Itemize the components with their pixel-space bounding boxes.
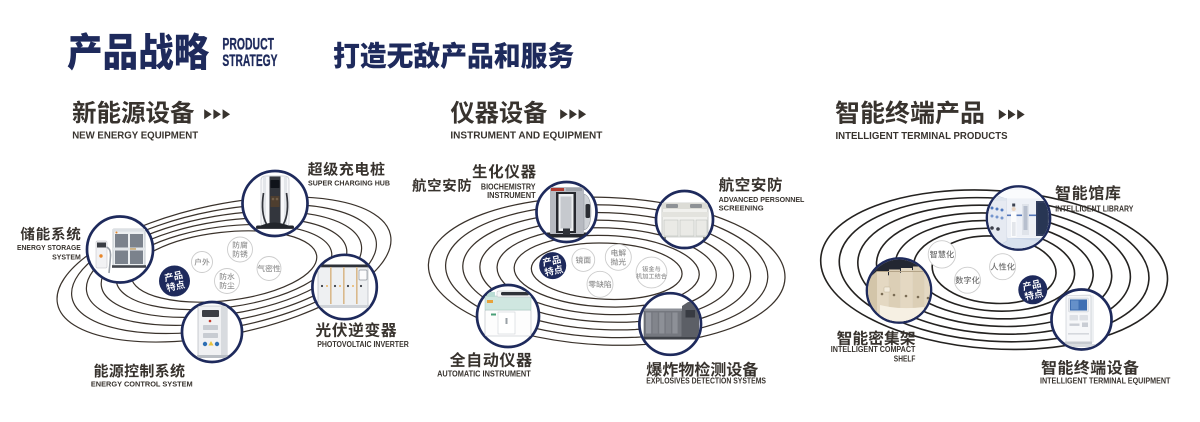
svg-text:PRODUCT: PRODUCT xyxy=(222,35,274,53)
svg-text:INTELLIGENT TERMINAL PRODUCTS: INTELLIGENT TERMINAL PRODUCTS xyxy=(836,131,1008,142)
svg-text:ENERGY STORAGE: ENERGY STORAGE xyxy=(17,245,81,252)
svg-text:SUPER CHARGING HUB: SUPER CHARGING HUB xyxy=(308,178,390,187)
svg-text:SYSTEM: SYSTEM xyxy=(52,254,81,261)
svg-text:INTELLIGENT TERMINAL EQUIPMENT: INTELLIGENT TERMINAL EQUIPMENT xyxy=(1040,375,1171,385)
svg-text:SHELF: SHELF xyxy=(894,354,916,363)
svg-text:ADVANCED PERSONNEL: ADVANCED PERSONNEL xyxy=(719,195,805,204)
svg-text:NEW ENERGY EQUIPMENT: NEW ENERGY EQUIPMENT xyxy=(72,130,198,141)
svg-text:STRATEGY: STRATEGY xyxy=(222,52,277,70)
svg-text:INSTRUMENT: INSTRUMENT xyxy=(487,191,536,200)
svg-text:BIOCHEMISTRY: BIOCHEMISTRY xyxy=(481,182,536,191)
svg-text:INTELLIGENT LIBRARY: INTELLIGENT LIBRARY xyxy=(1055,204,1134,214)
svg-text:PHOTOVOLTAIC INVERTER: PHOTOVOLTAIC INVERTER xyxy=(317,339,409,349)
svg-text:SCREENING: SCREENING xyxy=(719,203,764,212)
svg-text:INSTRUMENT AND EQUIPMENT: INSTRUMENT AND EQUIPMENT xyxy=(450,131,603,142)
svg-text:EXPLOSIVES DETECTION SYSTEMS: EXPLOSIVES DETECTION SYSTEMS xyxy=(646,376,766,385)
svg-text:AUTOMATIC INSTRUMENT: AUTOMATIC INSTRUMENT xyxy=(437,370,531,379)
svg-text:ENERGY CONTROL SYSTEM: ENERGY CONTROL SYSTEM xyxy=(91,380,193,389)
svg-text:INTELLIGENT COMPACT: INTELLIGENT COMPACT xyxy=(831,345,916,354)
